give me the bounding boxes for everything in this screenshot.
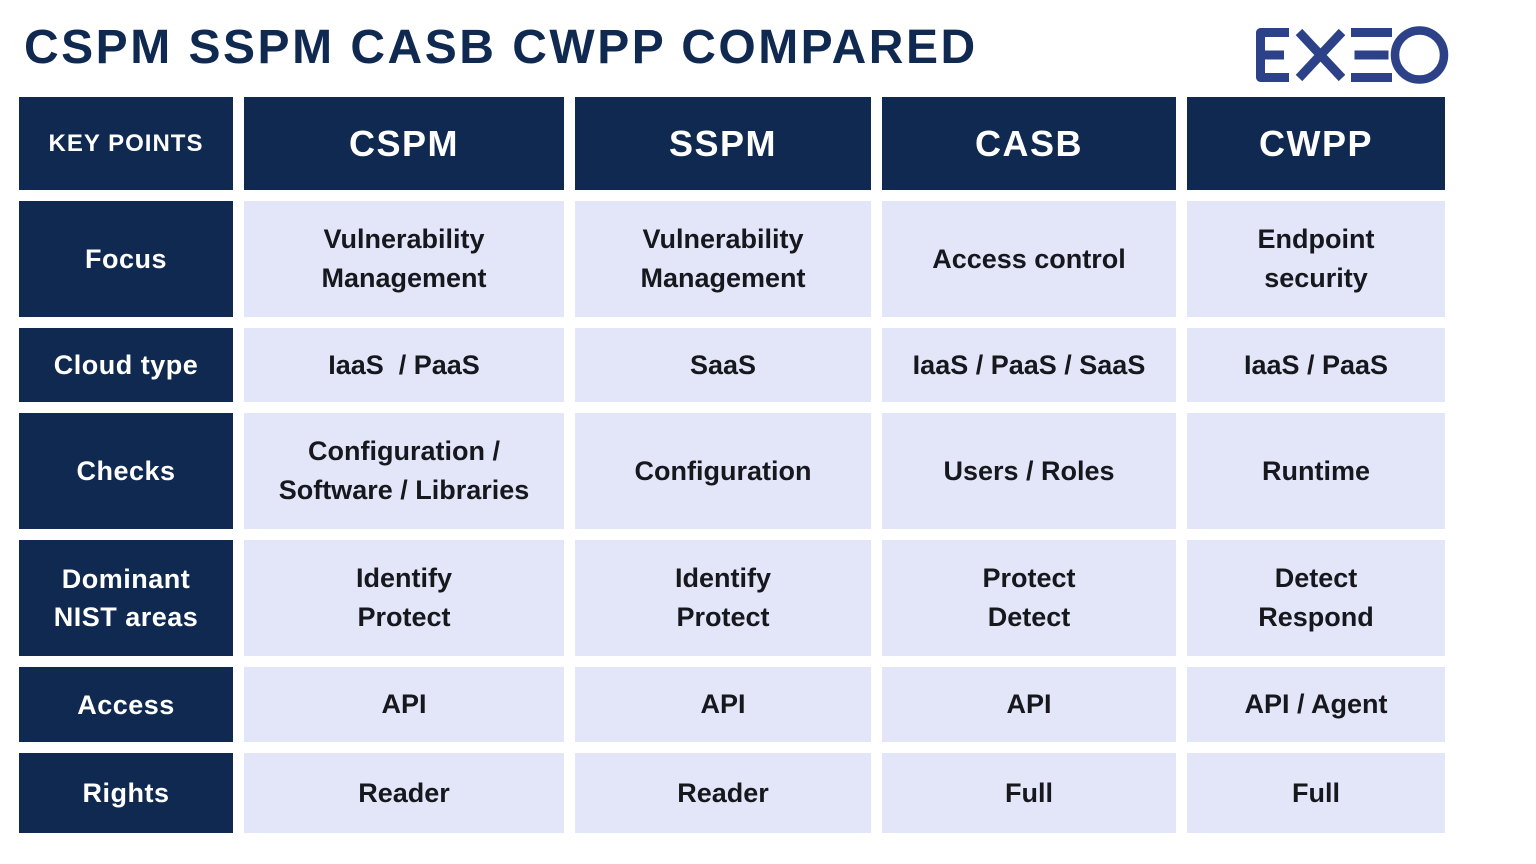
cell-focus-cspm: Vulnerability Management	[244, 201, 564, 317]
cell-cloud-type-sspm: SaaS	[575, 328, 871, 402]
cell-checks-casb: Users / Roles	[882, 413, 1176, 529]
cell-checks-cspm: Configuration / Software / Libraries	[244, 413, 564, 529]
cell-access-sspm: API	[575, 667, 871, 742]
cell-checks-cwpp: Runtime	[1187, 413, 1445, 529]
cell-access-casb: API	[882, 667, 1176, 742]
row-label-cloud-type: Cloud type	[19, 328, 233, 402]
cell-cloud-type-cwpp: IaaS / PaaS	[1187, 328, 1445, 402]
cell-nist-sspm: Identify Protect	[575, 540, 871, 656]
cell-rights-casb: Full	[882, 753, 1176, 833]
cell-cloud-type-cspm: IaaS / PaaS	[244, 328, 564, 402]
logo-letter-e	[1256, 28, 1289, 82]
cell-nist-cwpp: Detect Respond	[1187, 540, 1445, 656]
column-header-casb: CASB	[882, 97, 1176, 190]
column-header-sspm: SSPM	[575, 97, 871, 190]
column-header-cwpp: CWPP	[1187, 97, 1445, 190]
row-label-dominant-nist-areas: Dominant NIST areas	[19, 540, 233, 656]
comparison-table: KEY POINTS CSPM SSPM CASB CWPP Focus Vul…	[19, 97, 1445, 833]
cell-nist-cspm: Identify Protect	[244, 540, 564, 656]
exeo-logo-icon	[1256, 26, 1449, 84]
logo-letter-o	[1390, 26, 1449, 84]
column-header-key-points: KEY POINTS	[19, 97, 233, 190]
cell-focus-casb: Access control	[882, 201, 1176, 317]
cell-access-cwpp: API / Agent	[1187, 667, 1445, 742]
cell-nist-casb: Protect Detect	[882, 540, 1176, 656]
cell-rights-cspm: Reader	[244, 753, 564, 833]
column-header-cspm: CSPM	[244, 97, 564, 190]
cell-focus-cwpp: Endpoint security	[1187, 201, 1445, 317]
page-title: CSPM SSPM CASB CWPP COMPARED	[24, 21, 978, 74]
cell-rights-cwpp: Full	[1187, 753, 1445, 833]
cell-access-cspm: API	[244, 667, 564, 742]
row-label-focus: Focus	[19, 201, 233, 317]
cell-checks-sspm: Configuration	[575, 413, 871, 529]
row-label-rights: Rights	[19, 753, 233, 833]
logo-letter-x	[1295, 28, 1346, 82]
row-label-checks: Checks	[19, 413, 233, 529]
logo-letter-xi	[1351, 28, 1392, 82]
cell-rights-sspm: Reader	[575, 753, 871, 833]
cell-focus-sspm: Vulnerability Management	[575, 201, 871, 317]
cell-cloud-type-casb: IaaS / PaaS / SaaS	[882, 328, 1176, 402]
row-label-access: Access	[19, 667, 233, 742]
